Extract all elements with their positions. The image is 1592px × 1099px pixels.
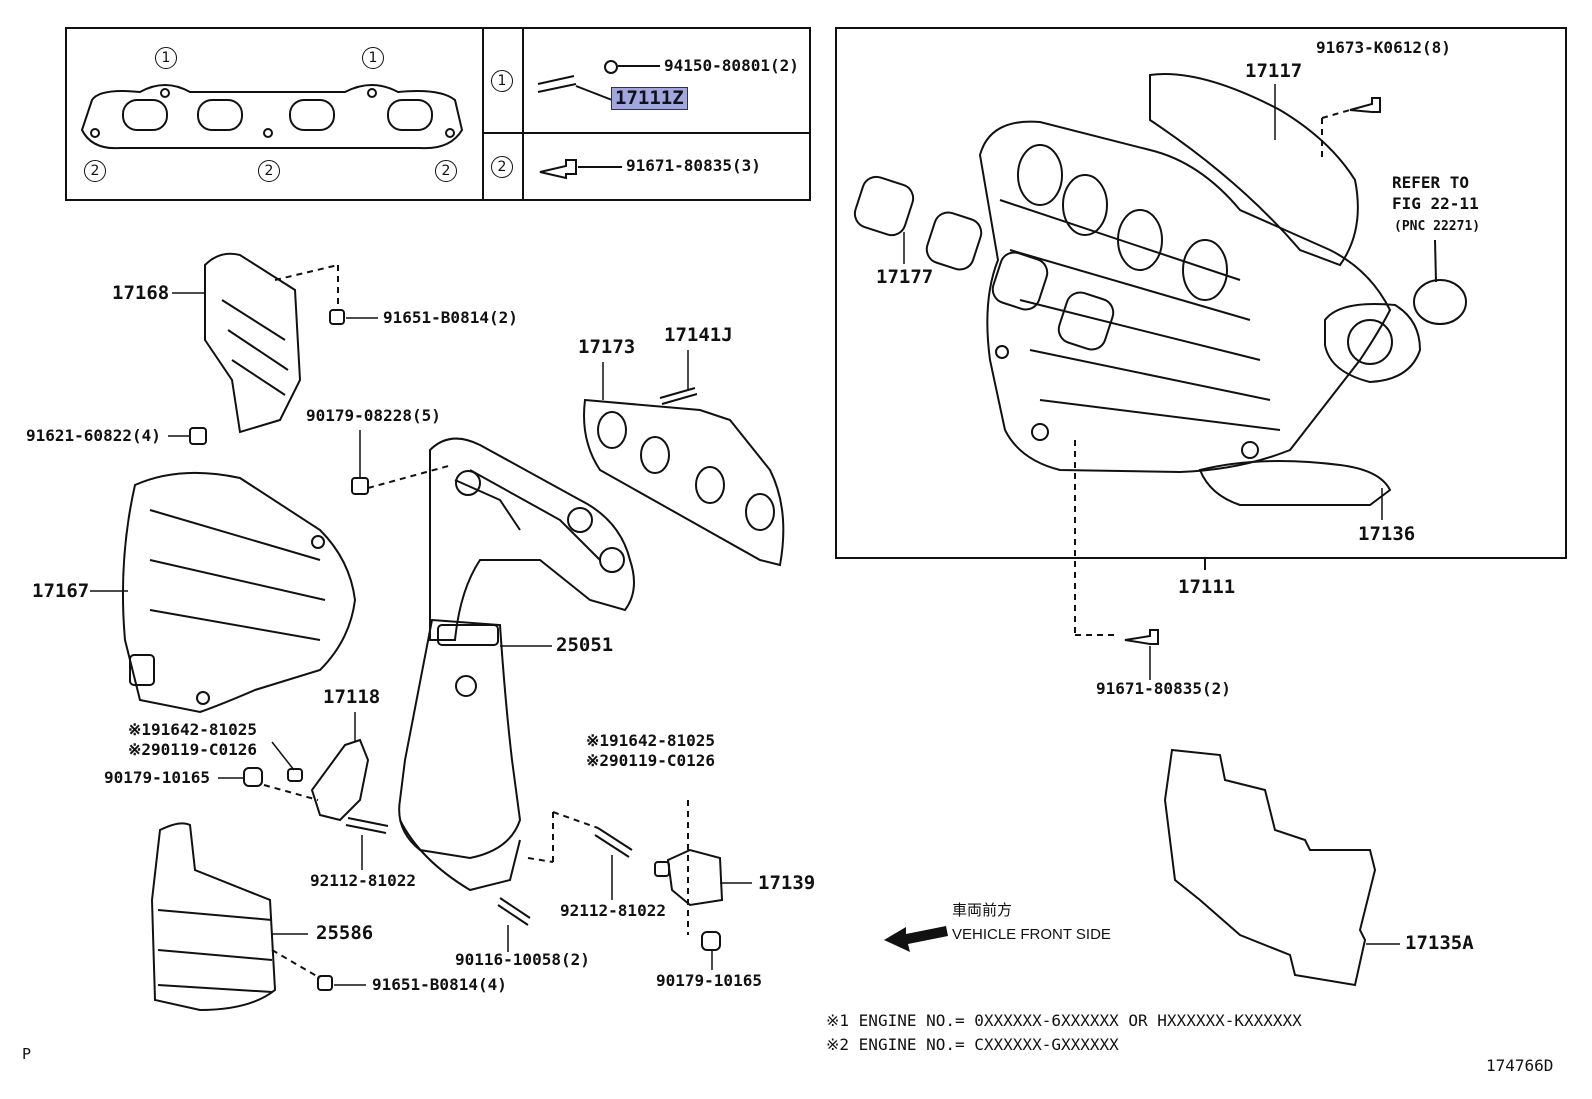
part-label-91621[interactable]: 91621-60822(4)	[26, 426, 161, 445]
part-label-92112-right[interactable]: 92112-81022	[560, 901, 666, 920]
part-label-91642-left[interactable]: ※191642-81025	[128, 720, 257, 739]
heat-insulator-17167	[121, 471, 357, 714]
intake-manifold-box	[835, 27, 1567, 559]
part-label-91651-2[interactable]: 91651-B0814(2)	[383, 308, 518, 327]
leader-lines	[90, 84, 1400, 986]
part-label-91651-4[interactable]: 91651-B0814(4)	[372, 975, 507, 994]
part-label-25586[interactable]: 25586	[316, 922, 374, 944]
refer-line3: (PNC 22271)	[1394, 219, 1481, 234]
part-label-17111[interactable]: 17111	[1178, 576, 1236, 598]
part-label-17135a[interactable]: 17135A	[1405, 932, 1474, 954]
vehicle-front-en: VEHICLE FRONT SIDE	[952, 926, 1111, 943]
inset-row-circle-1: 1	[491, 70, 513, 92]
inset-row-circle-2: 2	[491, 156, 513, 178]
engine-note-1: ※1 ENGINE NO.= 0XXXXXX-6XXXXXX OR HXXXXX…	[826, 1011, 1302, 1030]
part-label-17136[interactable]: 17136	[1358, 523, 1416, 545]
dashed-leaders	[263, 264, 689, 979]
part-label-17177[interactable]: 17177	[876, 266, 934, 288]
vehicle-front-jp: 車両前方	[952, 902, 1013, 919]
part-label-17111z[interactable]: 17111Z	[611, 87, 688, 110]
screen-gasket	[1413, 279, 1467, 325]
bracket-17118	[310, 738, 370, 822]
vehicle-front-arrow-icon	[884, 926, 948, 952]
bracket-17139	[666, 848, 724, 907]
inset-circle-2b: 2	[258, 160, 280, 182]
part-label-91642-right[interactable]: ※191642-81025	[586, 731, 715, 750]
part-label-90179-08228[interactable]: 90179-08228(5)	[306, 406, 441, 425]
part-label-90119-right[interactable]: ※290119-C0126	[586, 751, 715, 770]
inset-table	[65, 27, 811, 201]
part-label-17173[interactable]: 17173	[578, 336, 636, 358]
intake-leaders	[1074, 109, 1351, 636]
cover-17135a	[1163, 748, 1377, 987]
inset-circle-1b: 1	[362, 47, 384, 69]
refer-line2: FIG 22-11	[1392, 194, 1479, 213]
part-label-94150[interactable]: 94150-80801(2)	[664, 56, 799, 75]
part-label-17118[interactable]: 17118	[323, 686, 381, 708]
exhaust-manifold-converter	[398, 437, 635, 892]
part-label-91673[interactable]: 91673-K0612(8)	[1316, 38, 1451, 57]
part-label-17167[interactable]: 17167	[32, 580, 90, 602]
heat-insulator-17168	[204, 252, 302, 434]
part-label-90179-10165-right[interactable]: 90179-10165	[656, 971, 762, 990]
part-label-25051[interactable]: 25051	[556, 634, 614, 656]
exhaust-gasket-17173	[583, 398, 785, 567]
heat-insulator-25586	[150, 822, 277, 1012]
part-label-17141j[interactable]: 17141J	[664, 324, 733, 346]
part-label-92112-left[interactable]: 92112-81022	[310, 871, 416, 890]
inset-circle-2a: 2	[84, 160, 106, 182]
corner-p: P	[22, 1045, 32, 1063]
part-label-91671-inset[interactable]: 91671-80835(3)	[626, 156, 761, 175]
inset-circle-1a: 1	[155, 47, 177, 69]
part-label-91671-80835-2[interactable]: 91671-80835(2)	[1096, 679, 1231, 698]
part-label-90119-left[interactable]: ※290119-C0126	[128, 740, 257, 759]
part-label-17117[interactable]: 17117	[1245, 60, 1303, 82]
intake-gaskets	[853, 175, 1115, 351]
figure-code: 174766D	[1486, 1056, 1554, 1075]
engine-note-2: ※2 ENGINE NO.= CXXXXXX-GXXXXXX	[826, 1035, 1119, 1054]
part-label-17139[interactable]: 17139	[758, 872, 816, 894]
intake-manifold-drawing	[978, 73, 1422, 506]
fasteners	[189, 309, 721, 991]
refer-line1: REFER TO	[1392, 173, 1470, 192]
exhaust-gasket-drawing	[80, 84, 464, 150]
inset-fasteners	[537, 60, 660, 180]
part-label-17168[interactable]: 17168	[112, 282, 170, 304]
part-label-90116[interactable]: 90116-10058(2)	[455, 950, 590, 969]
part-label-90179-10165-left[interactable]: 90179-10165	[104, 768, 210, 787]
inset-circle-2c: 2	[435, 160, 457, 182]
